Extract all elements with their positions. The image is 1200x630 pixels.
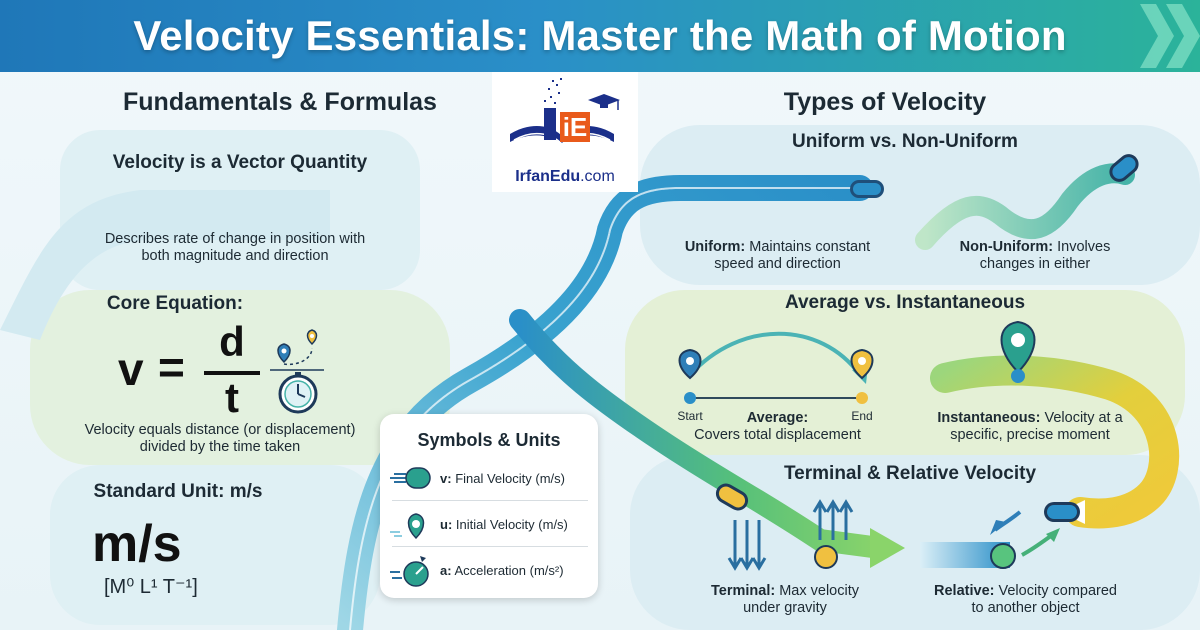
relative-description: Relative: Velocity compared to another o…	[928, 583, 1123, 617]
end-label: End	[851, 409, 873, 423]
nonuniform-term: Non-Uniform:	[959, 239, 1054, 255]
nonuniform-description: Non-Uniform: Involves changes in either	[950, 239, 1120, 273]
initial-velocity-icon	[390, 513, 425, 540]
terminal-term: Terminal:	[710, 583, 776, 599]
logo-mark: iE	[563, 112, 588, 142]
fraction-bar	[204, 371, 260, 375]
symbol-u: u:	[440, 516, 453, 532]
equation-lhs: v	[118, 343, 144, 395]
average-term: Average:	[746, 410, 809, 426]
uniform-description: Uniform: Maintains constant speed and di…	[680, 239, 875, 273]
standard-unit-title: Standard Unit: m/s	[93, 481, 263, 502]
logo-wordmark: IrfanEdu.com	[492, 168, 638, 186]
symbol-divider	[392, 546, 588, 547]
symbol-row-acceleration: a: Acceleration (m/s²)	[380, 548, 598, 592]
page-title: Velocity Essentials: Master the Math of …	[133, 12, 1067, 59]
core-equation-title: Core Equation:	[106, 293, 244, 314]
symbol-u-label: Initial Velocity (m/s)	[455, 516, 568, 532]
logo-brand: IrfanEdu	[515, 168, 581, 185]
symbols-title: Symbols & Units	[417, 430, 561, 450]
instantaneous-term: Instantaneous:	[937, 410, 1041, 426]
fundamentals-title: Fundamentals & Formulas	[123, 88, 437, 116]
vector-title: Velocity is a Vector Quantity	[112, 152, 368, 173]
average-description: Average:Covers total displacement	[690, 410, 865, 444]
header-bar	[0, 0, 1200, 72]
uniform-text: Maintains constant speed and direction	[714, 239, 871, 272]
unit-dimension: [M⁰ L¹ T⁻¹]	[104, 576, 198, 598]
average-text: Covers total displacement	[694, 427, 861, 443]
logo-domain: .com	[580, 168, 615, 185]
symbol-row-initial-velocity: u: Initial Velocity (m/s)	[380, 502, 598, 546]
core-equation-description: Velocity equals distance (or displacemen…	[84, 422, 356, 455]
types-title: Types of Velocity	[783, 88, 987, 116]
equation-denominator: t	[225, 374, 239, 421]
symbol-v-label: Final Velocity (m/s)	[455, 470, 565, 486]
header-chevrons-icon	[1140, 4, 1200, 68]
relative-term: Relative:	[934, 583, 995, 599]
acceleration-icon	[390, 556, 429, 587]
equation-equals: =	[158, 341, 185, 393]
book-graduation-logo-icon: iE	[510, 78, 620, 145]
uniform-term: Uniform:	[684, 239, 746, 255]
irfanedu-logo: iE IrfanEdu.com	[492, 72, 638, 192]
unit-value: m/s	[92, 515, 182, 573]
equation-numerator: d	[219, 318, 245, 365]
symbol-a-label: Acceleration (m/s²)	[454, 562, 564, 578]
average-section-title: Average vs. Instantaneous	[784, 292, 1026, 313]
symbol-row-final-velocity: v: Final Velocity (m/s)	[380, 456, 598, 500]
distance-time-icon	[270, 329, 324, 414]
vector-description: Describes rate of change in position wit…	[104, 231, 366, 264]
symbols-units-card: Symbols & Units v: Final Velocity (m/s) …	[380, 414, 598, 598]
uniform-section-title: Uniform vs. Non-Uniform	[792, 131, 1018, 152]
symbol-a: a:	[440, 562, 452, 578]
instantaneous-description: Instantaneous: Velocity at a specific, p…	[930, 410, 1130, 444]
relative-text: Velocity compared to another object	[971, 583, 1117, 616]
terminal-description: Terminal: Max velocity under gravity	[700, 583, 870, 617]
symbol-v: v:	[440, 470, 452, 486]
symbol-divider	[392, 500, 588, 501]
nonuniform-text: Involves changes in either	[979, 239, 1111, 272]
terminal-text: Max velocity under gravity	[743, 583, 859, 616]
instantaneous-text: Velocity at a specific, precise moment	[950, 410, 1123, 443]
terminal-section-title: Terminal & Relative Velocity	[783, 463, 1037, 484]
final-velocity-icon	[390, 467, 431, 489]
start-label: Start	[677, 409, 703, 423]
